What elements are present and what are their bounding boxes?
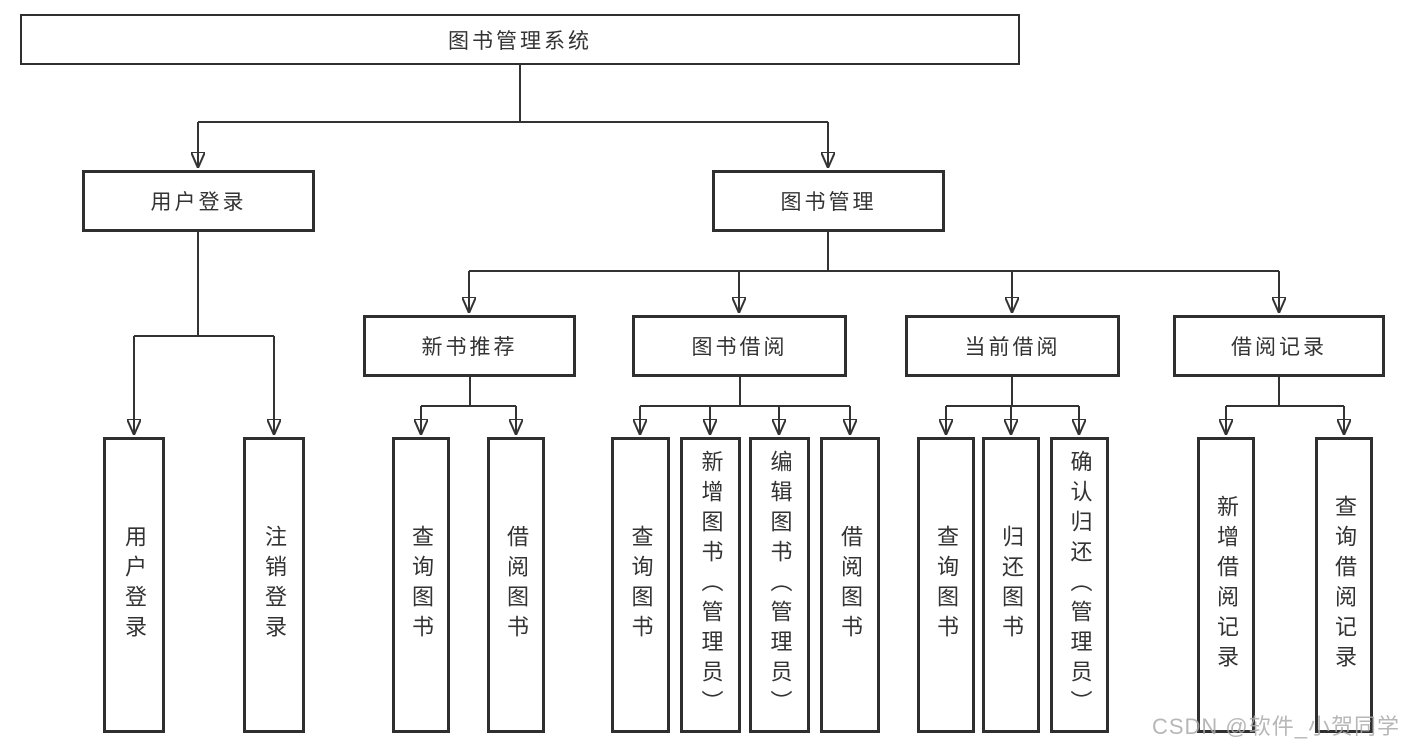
- node-label: 查询图书: [628, 525, 654, 645]
- node-label: 注销登录: [262, 525, 287, 645]
- leaf-borrowing-add-books-admin: 新增图书（管理员）: [680, 437, 741, 733]
- node-label: 新增借阅记录: [1214, 495, 1239, 675]
- node-label: 借阅图书: [504, 525, 529, 645]
- node-label: 确认归还（管理员）: [1067, 450, 1093, 720]
- node-book-management-branch: 图书管理: [712, 170, 945, 232]
- leaf-records-query-record: 查询借阅记录: [1315, 437, 1373, 733]
- leaf-current-confirm-return-admin: 确认归还（管理员）: [1050, 437, 1109, 733]
- node-label: 图书管理: [780, 191, 877, 214]
- node-label: 新增图书（管理员）: [698, 450, 724, 720]
- node-current-borrowing: 当前借阅: [905, 315, 1120, 377]
- leaf-user-login: 用户登录: [103, 437, 165, 733]
- leaf-records-add-record: 新增借阅记录: [1197, 437, 1255, 733]
- node-user-login-branch: 用户登录: [82, 170, 315, 232]
- csdn-watermark: CSDN @软件_小贺同学: [1151, 714, 1400, 739]
- node-book-borrowing: 图书借阅: [632, 315, 847, 377]
- node-label: 用户登录: [150, 191, 247, 214]
- node-label: 借阅图书: [838, 525, 863, 645]
- node-label: 编辑图书（管理员）: [767, 450, 793, 720]
- node-label: 归还图书: [999, 525, 1024, 645]
- node-label: 用户登录: [122, 525, 147, 645]
- node-borrowing-records: 借阅记录: [1173, 315, 1385, 377]
- leaf-borrowing-edit-books-admin: 编辑图书（管理员）: [749, 437, 810, 733]
- leaf-logout: 注销登录: [243, 437, 305, 733]
- node-new-book-recommendation: 新书推荐: [363, 315, 576, 377]
- node-library-management-system: 图书管理系统: [20, 14, 1020, 65]
- node-label: 图书借阅: [691, 336, 788, 359]
- node-label: 图书管理系统: [448, 29, 592, 53]
- leaf-current-return-books: 归还图书: [982, 437, 1040, 733]
- node-label: 查询图书: [409, 525, 434, 645]
- leaf-borrowing-query-books: 查询图书: [611, 437, 670, 733]
- leaf-current-query-books: 查询图书: [917, 437, 975, 733]
- node-label: 当前借阅: [964, 336, 1061, 359]
- leaf-newbooks-borrow-books: 借阅图书: [487, 437, 545, 733]
- node-label: 查询图书: [934, 525, 959, 645]
- node-label: 查询借阅记录: [1332, 495, 1357, 675]
- node-label: 新书推荐: [421, 336, 518, 359]
- leaf-borrowing-borrow-books: 借阅图书: [820, 437, 880, 733]
- leaf-newbooks-query-books: 查询图书: [392, 437, 450, 733]
- node-label: 借阅记录: [1231, 336, 1327, 359]
